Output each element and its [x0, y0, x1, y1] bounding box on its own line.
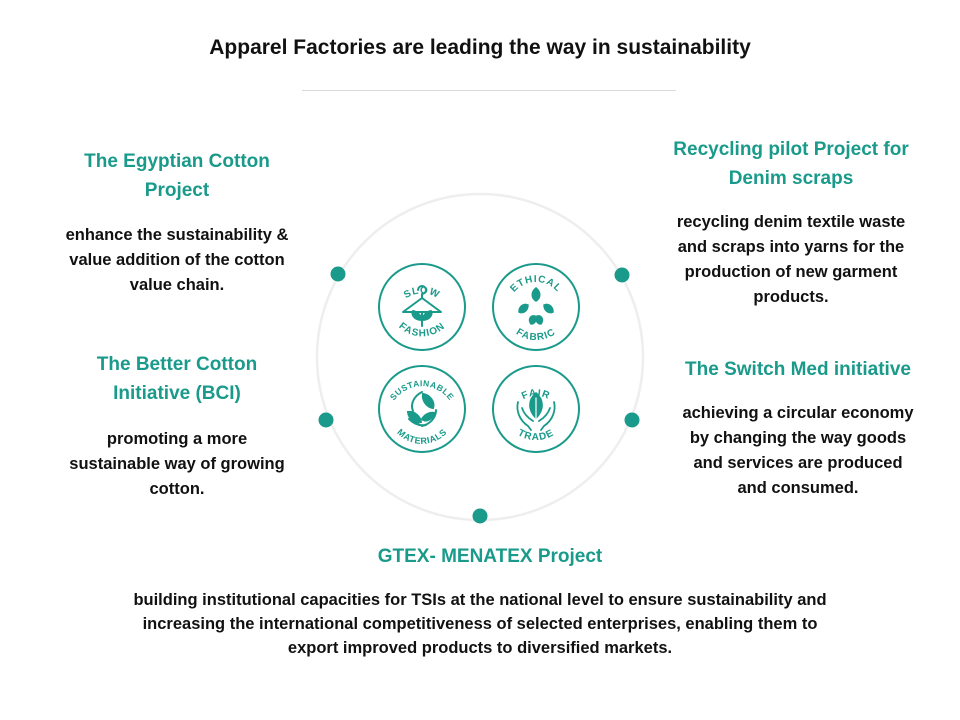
connector-dot-recycling — [614, 267, 630, 283]
description-line: value addition of the cotton — [69, 251, 285, 269]
description-line: cotton. — [149, 480, 205, 498]
gtex-heading: GTEX- MENATEX Project — [377, 546, 603, 567]
description-line: recycling denim textile waste — [676, 213, 906, 231]
description-line: export improved products to diversified … — [287, 639, 673, 657]
description-line: increasing the international competitive… — [142, 615, 818, 633]
connector-dot-gtex — [472, 508, 488, 524]
sustainable-materials-emblem: SUSTAINABLE MATERIALS — [378, 365, 466, 453]
description-line: and scraps into yarns for the — [677, 238, 905, 256]
slow-fashion-emblem: SLOW FASHION — [378, 263, 466, 351]
ethical-fabric-emblem: ETHICAL FABRIC — [492, 263, 580, 351]
switch-med-heading: The Switch Med initiative — [685, 359, 911, 380]
recycling-heading: Recycling pilot Project for Denim scraps — [640, 135, 942, 193]
recycling-description: recycling denim textile waste and scraps… — [640, 210, 942, 310]
svg-text:SUSTAINABLE: SUSTAINABLE — [388, 378, 456, 402]
emblem-bottom-label: TRADE — [516, 427, 555, 443]
emblem-top-label: SUSTAINABLE — [388, 378, 456, 402]
egyptian-cotton-heading: The Egyptian Cotton Project — [46, 147, 308, 205]
description-line: building institutional capacities for TS… — [133, 591, 827, 609]
svg-text:MATERIALS: MATERIALS — [395, 427, 448, 446]
heading-line: Project — [144, 180, 210, 201]
page-title: Apparel Factories are leading the way in… — [209, 36, 751, 59]
heading-line: The Better Cotton — [96, 354, 258, 375]
heading-line: Denim scraps — [728, 168, 854, 189]
description-line: promoting a more — [106, 430, 248, 448]
switch-med-description: achieving a circular economy by changing… — [650, 401, 946, 501]
description-line: enhance the sustainability & — [65, 226, 289, 244]
central-ring — [315, 192, 645, 522]
svg-text:TRADE: TRADE — [516, 427, 556, 443]
description-line: by changing the way goods — [689, 429, 907, 447]
description-line: products. — [753, 288, 829, 306]
description-line: value chain. — [129, 276, 225, 294]
better-cotton-description: promoting a more sustainable way of grow… — [36, 427, 318, 502]
fair-trade-emblem: FAIR TRADE — [492, 365, 580, 453]
egyptian-cotton-description: enhance the sustainability & value addit… — [36, 223, 318, 298]
description-line: and consumed. — [737, 479, 859, 497]
description-line: achieving a circular economy — [682, 404, 914, 422]
hands-holding-leaf-icon — [516, 392, 556, 431]
emblem-bottom-label: FABRIC — [514, 327, 557, 344]
heading-line: The Egyptian Cotton — [84, 151, 270, 172]
description-line: and services are produced — [693, 454, 903, 472]
connector-dot-egyptian-cotton — [330, 266, 346, 282]
description-line: sustainable way of growing — [69, 455, 285, 473]
emblem-bottom-label: MATERIALS — [395, 427, 448, 446]
title-divider — [302, 90, 676, 91]
svg-text:FABRIC: FABRIC — [514, 327, 558, 344]
emblem-top-label: SLOW — [402, 285, 440, 301]
recycle-leaves-icon — [406, 391, 437, 427]
better-cotton-heading: The Better Cotton Initiative (BCI) — [46, 350, 308, 408]
connector-dot-better-cotton — [318, 412, 334, 428]
connector-dot-switch-med — [624, 412, 640, 428]
heading-line: Initiative (BCI) — [113, 383, 241, 404]
description-line: production of new garment — [684, 263, 898, 281]
gtex-description: building institutional capacities for TS… — [40, 588, 920, 660]
svg-text:SLOW: SLOW — [402, 285, 441, 301]
hanger-with-leaves-icon — [402, 285, 442, 327]
heading-line: Recycling pilot Project for — [673, 139, 909, 160]
leaf-cycle-icon — [518, 287, 554, 325]
